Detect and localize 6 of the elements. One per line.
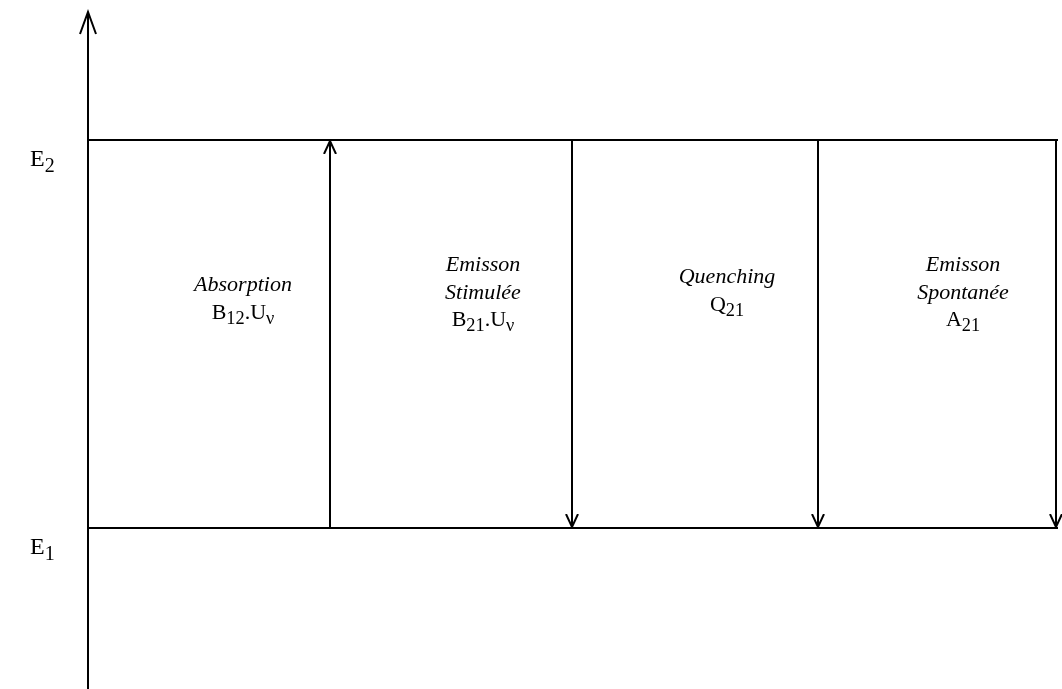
transition-arrow <box>1049 140 1062 528</box>
transition-arrow <box>811 140 825 528</box>
transition-arrow <box>323 140 337 528</box>
transition-arrow <box>565 140 579 528</box>
energy-level-label: E$_{1}$ <box>30 533 55 565</box>
energy-level-label: E$_{2}$ <box>30 145 55 177</box>
